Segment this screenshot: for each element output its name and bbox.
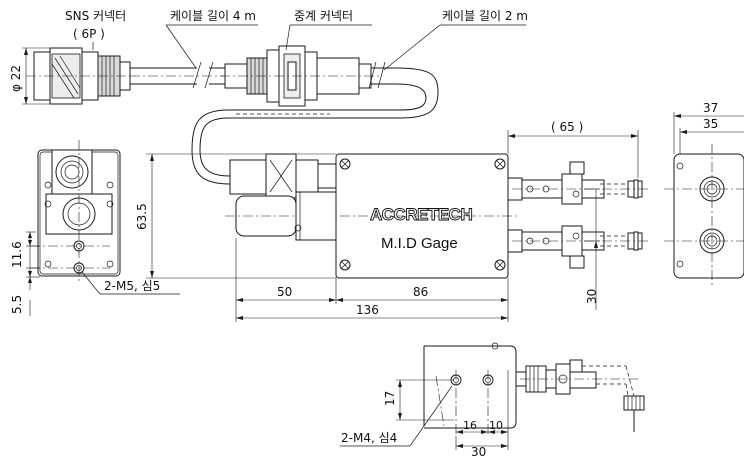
dim-86-label: 86	[413, 285, 428, 299]
dim-35-label: 35	[703, 117, 718, 131]
sns-connector-label: SNS 커넥터	[65, 9, 126, 23]
dim-63-5-label: 63.5	[135, 203, 149, 230]
cable-2m-label: 케이블 길이 2 m	[442, 9, 528, 23]
dimension-65: ( 65 )	[507, 120, 639, 178]
dim-17-label: 17	[383, 391, 397, 406]
relay-connector-label: 중계 커넥터	[294, 9, 353, 23]
phi22-label: φ 22	[9, 65, 23, 92]
dim-50-label: 50	[277, 285, 292, 299]
dim-30-bottom-label: 30	[471, 445, 486, 457]
dim-11-6-label: 11.6	[10, 241, 24, 268]
dim-65-label: ( 65 )	[551, 120, 583, 134]
main-body: ACCRETECH M.I.D Gage	[225, 153, 520, 279]
screw-m5-label: 2-M5, 심5	[104, 279, 160, 293]
dimension-phi22: φ 22	[9, 47, 50, 105]
pins-label: ( 6P )	[73, 27, 105, 41]
bottom-side-view: 17 16 10 30 2-M4, 심4	[340, 342, 645, 457]
top-labels: SNS 커넥터 ( 6P ) 케이블 길이 4 m 중계 커넥터 케이블 길이 …	[65, 9, 528, 71]
relay-connector	[220, 45, 380, 107]
dim-30-side-label: 30	[585, 289, 599, 304]
probes	[507, 161, 650, 269]
dim-10-label: 10	[489, 419, 503, 432]
right-end-view: 37 35	[664, 101, 744, 286]
brand-logo: ACCRETECH	[370, 205, 472, 224]
dimensions-bottom: 50 86 136	[235, 238, 509, 322]
left-end-view	[30, 140, 121, 284]
dim-37-label: 37	[703, 101, 718, 115]
dim-5-5-label: 5.5	[10, 295, 24, 314]
cable-4m-label: 케이블 길이 4 m	[170, 9, 256, 23]
dim-16-label: 16	[463, 419, 477, 432]
dimension-30-side: 30	[584, 188, 600, 310]
left-dimensions: 11.6 5.5 2-M5, 심5	[10, 231, 180, 316]
model-label: M.I.D Gage	[381, 235, 458, 252]
screw-m4-label: 2-M4, 심4	[341, 431, 397, 445]
cable-2m	[191, 61, 439, 185]
dim-136-label: 136	[356, 303, 379, 317]
sns-connector	[26, 47, 135, 105]
dimension-63-5: 63.5	[135, 153, 336, 279]
